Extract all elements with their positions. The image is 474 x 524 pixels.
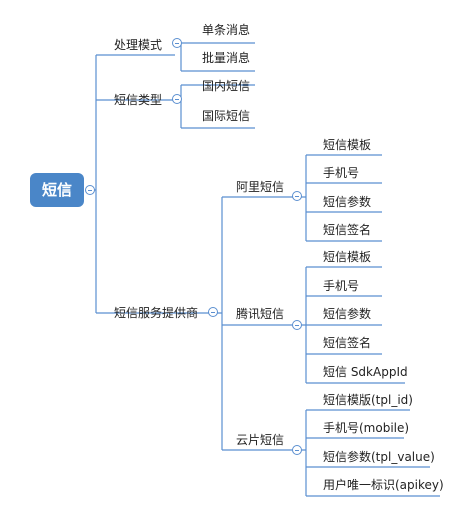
collapse-icon[interactable] <box>172 94 182 104</box>
leaf-node[interactable]: 国际短信 <box>202 109 251 123</box>
collapse-icon[interactable] <box>208 307 218 317</box>
leaf-node[interactable]: 短信参数(tpl_value) <box>323 450 435 464</box>
leaf-node[interactable]: 短信模板 <box>323 138 372 152</box>
collapse-icon[interactable] <box>172 38 182 48</box>
leaf-node[interactable]: 手机号(mobile) <box>323 421 410 435</box>
branch-type[interactable]: 短信类型 <box>114 93 163 107</box>
leaf-node[interactable]: 手机号 <box>323 166 360 180</box>
leaf-node[interactable]: 短信参数 <box>323 307 372 321</box>
leaf-node[interactable]: 短信参数 <box>323 195 372 209</box>
leaf-node[interactable]: 短信签名 <box>323 223 372 237</box>
leaf-node[interactable]: 短信模板 <box>323 250 372 264</box>
leaf-node[interactable]: 国内短信 <box>202 79 251 93</box>
leaf-node[interactable]: 单条消息 <box>202 23 251 37</box>
leaf-node[interactable]: 手机号 <box>323 279 360 293</box>
leaf-node[interactable]: 短信模版(tpl_id) <box>323 393 413 407</box>
root-node[interactable]: 短信 <box>30 173 84 207</box>
collapse-icon[interactable] <box>85 185 95 195</box>
collapse-icon[interactable] <box>292 445 302 455</box>
branch-aliyun[interactable]: 阿里短信 <box>236 180 285 194</box>
branch-mode[interactable]: 处理模式 <box>114 38 163 52</box>
leaf-node[interactable]: 批量消息 <box>202 51 251 65</box>
collapse-icon[interactable] <box>292 191 302 201</box>
collapse-icon[interactable] <box>292 320 302 330</box>
leaf-node[interactable]: 短信签名 <box>323 336 372 350</box>
leaf-node[interactable]: 短信 SdkAppId <box>323 365 408 379</box>
branch-tencent[interactable]: 腾讯短信 <box>236 307 285 321</box>
branch-provider[interactable]: 短信服务提供商 <box>114 306 199 320</box>
branch-yunpian[interactable]: 云片短信 <box>236 433 285 447</box>
leaf-node[interactable]: 用户唯一标识(apikey) <box>323 478 444 492</box>
